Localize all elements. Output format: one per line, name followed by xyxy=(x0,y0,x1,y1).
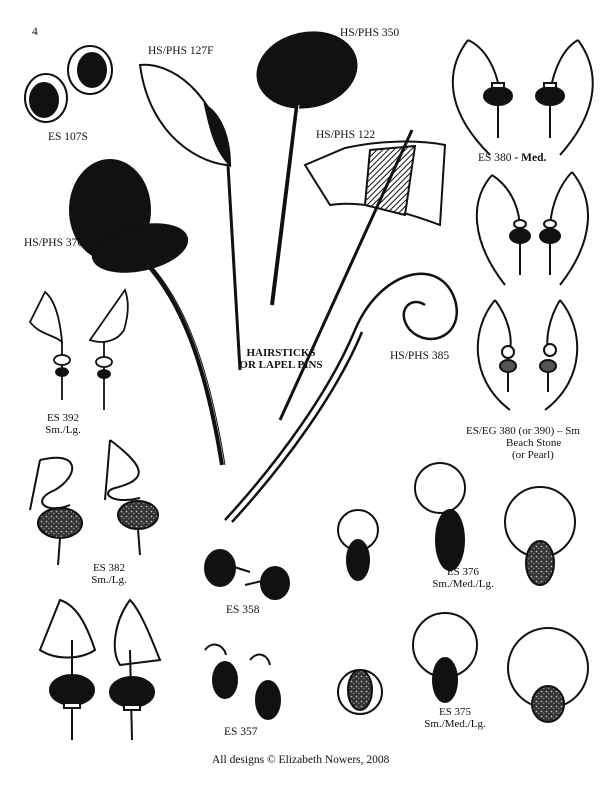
label-es-380: ES 380 - Med. xyxy=(478,152,546,164)
label-es-380-code: ES 380 xyxy=(478,152,512,164)
label-es-392-size: Sm./Lg. xyxy=(45,424,81,436)
es-375-illustration xyxy=(337,612,589,723)
label-es-382-size: Sm./Lg. xyxy=(91,574,127,586)
label-es-375-size: Sm./Med./Lg. xyxy=(424,718,486,730)
label-es-380-size: - Med. xyxy=(511,152,547,164)
es-107s-illustration xyxy=(24,45,113,123)
es-392-illustration xyxy=(28,288,129,410)
label-es-376-code: ES 376 xyxy=(446,566,480,578)
label-eseg-380-line-2: Beach Stone xyxy=(506,437,562,449)
headline-line-2: OR LAPEL PINS xyxy=(239,359,323,371)
label-es-358: ES 358 xyxy=(226,604,260,616)
es-380-illustration xyxy=(451,39,594,156)
es-382-illustration xyxy=(29,439,159,566)
label-es-376: ES 376 Sm./Med./Lg. xyxy=(418,566,508,590)
hsphs-122-illustration xyxy=(278,129,447,421)
headline-line-1: HAIRSTICKS xyxy=(246,347,316,359)
es-bottom-left-illustration xyxy=(38,598,162,741)
hsphs-350-illustration xyxy=(256,31,358,306)
hsphs-127f-illustration xyxy=(138,63,242,371)
es-357-illustration xyxy=(204,643,281,720)
label-es-375-code: ES 375 xyxy=(438,706,472,718)
label-eseg-380-line-1: ES/EG 380 (or 390) – Sm xyxy=(466,425,580,437)
page-number: 4 xyxy=(32,26,38,38)
label-eseg-380-line-3: (or Pearl) xyxy=(512,449,554,461)
label-eseg-380: ES/EG 380 (or 390) – Sm Beach Stone (or … xyxy=(466,425,606,461)
label-es-392-code: ES 392 xyxy=(46,412,80,424)
label-hsphs-122: HS/PHS 122 xyxy=(316,129,376,141)
label-es-375: ES 375 Sm./Med./Lg. xyxy=(410,706,500,730)
label-es-376-size: Sm./Med./Lg. xyxy=(432,578,494,590)
es-376-illustration xyxy=(337,462,576,586)
label-es-382: ES 382 Sm./Lg. xyxy=(74,562,144,586)
es-380-small-illustration xyxy=(475,171,589,286)
label-hsphs-127f: HS/PHS 127F xyxy=(148,45,214,57)
label-es-107s: ES 107S xyxy=(48,131,88,143)
label-es-382-code: ES 382 xyxy=(92,562,126,574)
hsphs-370-illustration xyxy=(69,159,226,466)
es-358-illustration xyxy=(204,549,290,600)
label-hsphs-350: HS/PHS 350 xyxy=(340,27,400,39)
eseg-380-illustration xyxy=(476,299,579,411)
label-es-392: ES 392 Sm./Lg. xyxy=(28,412,98,436)
headline: HAIRSTICKS OR LAPEL PINS xyxy=(226,347,336,371)
hsphs-385-illustration xyxy=(224,272,458,523)
footer-copyright: All designs © Elizabeth Nowers, 2008 xyxy=(212,754,390,766)
label-es-357: ES 357 xyxy=(224,726,258,738)
label-hsphs-370: HS/PHS 370 xyxy=(24,237,84,249)
label-hsphs-385: HS/PHS 385 xyxy=(390,350,450,362)
